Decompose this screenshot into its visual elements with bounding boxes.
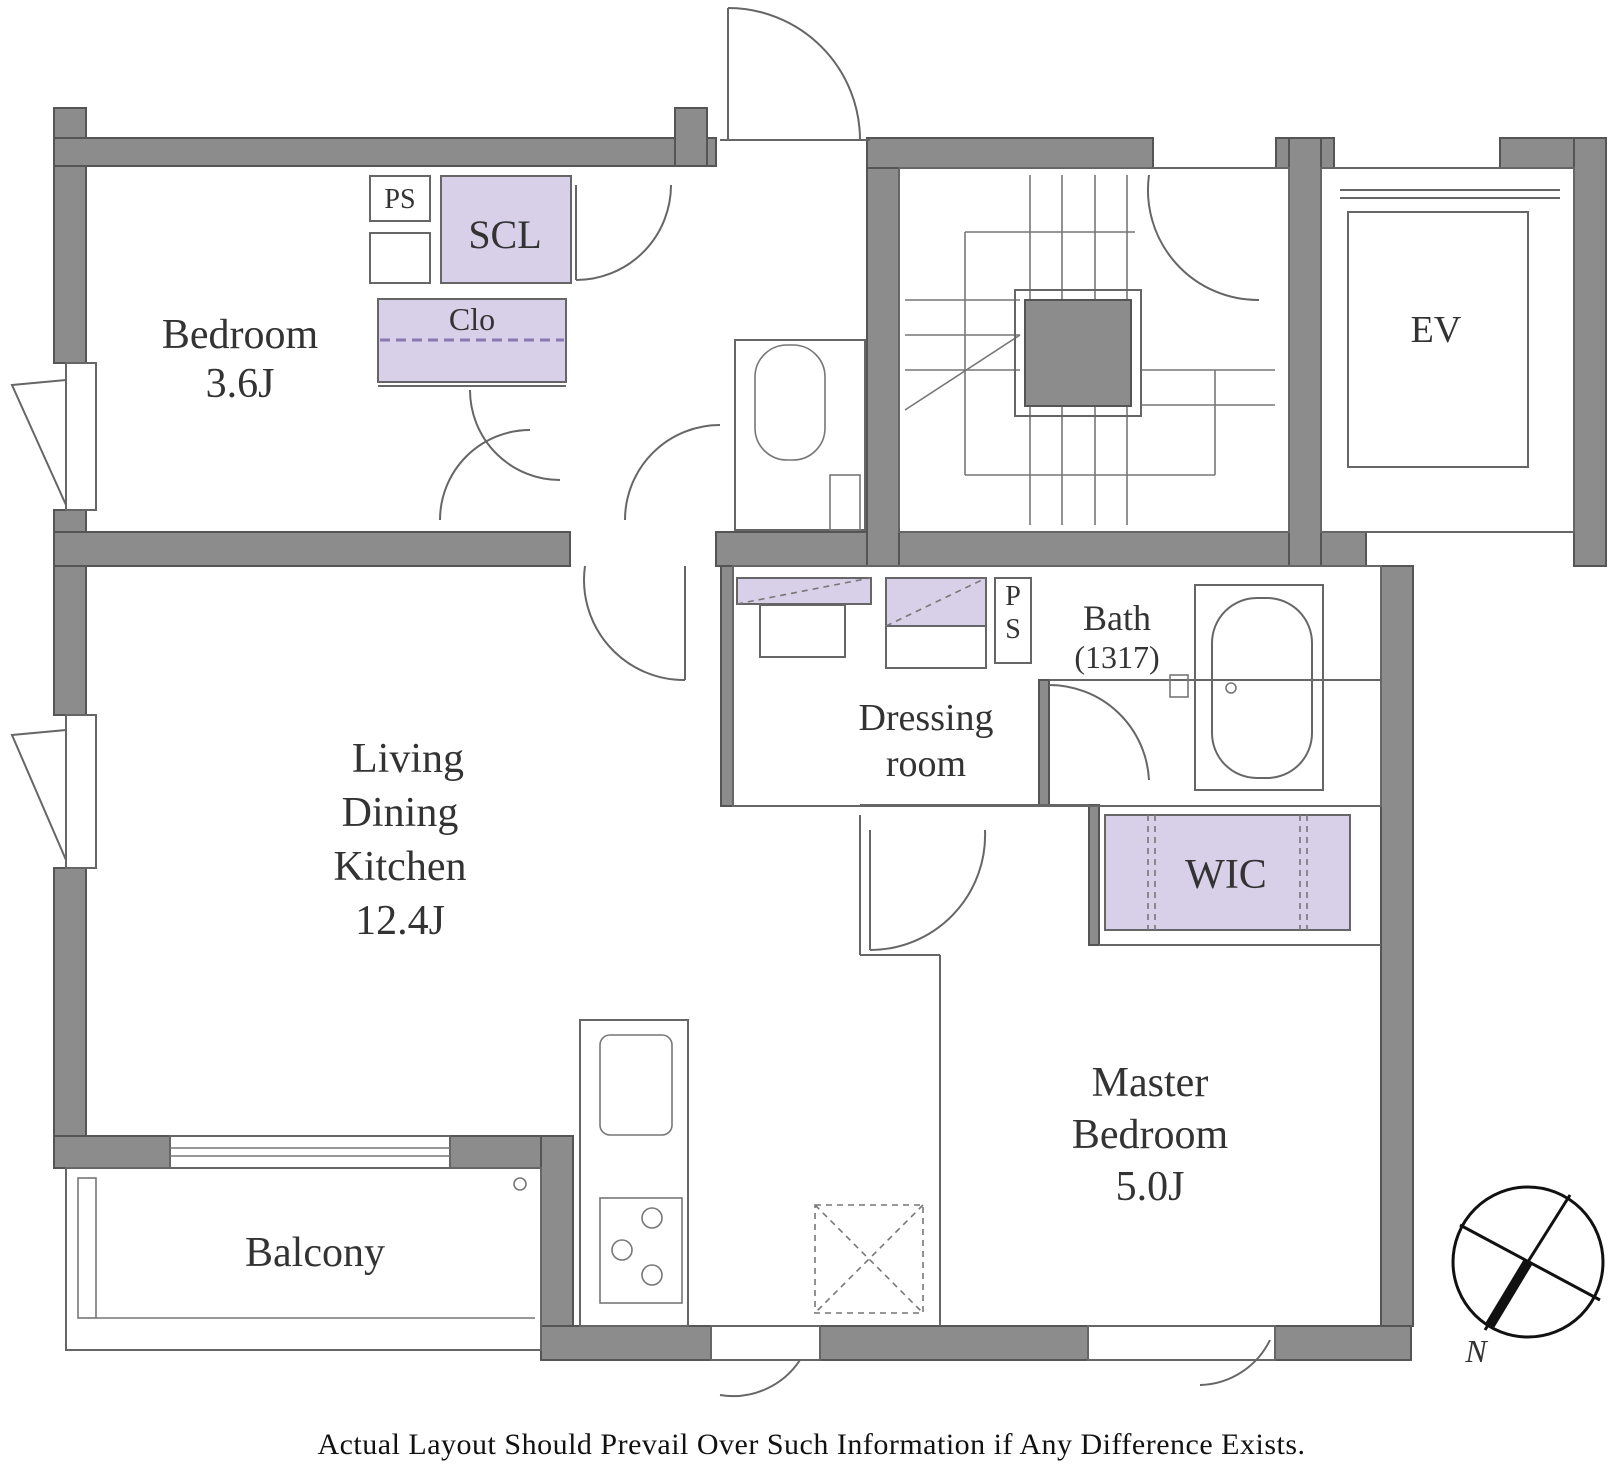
doors [439,7,1271,1398]
bedroom-storage [369,175,572,387]
ldk-line3: Kitchen [334,844,467,890]
dressing-bath [732,565,1382,807]
windows [10,362,1276,1361]
wic-label: WIC [1185,852,1267,898]
disclaimer-text: Actual Layout Should Prevail Over Such I… [317,1428,1306,1461]
ldk-size: 12.4J [355,898,445,944]
scl-label: SCL [468,212,541,257]
balcony-label: Balcony [245,1230,385,1276]
bedroom-small-size: 3.6J [206,361,275,407]
balcony-area [65,1167,542,1351]
compass-n-label: N [1464,1333,1488,1369]
ps-top-label: PS [384,184,415,215]
room-labels: Bedroom 3.6J PS SCL Clo EV P S Bath (131… [162,184,1488,1369]
kitchen-counter [579,1019,689,1327]
bath-size: (1317) [1074,639,1159,675]
north-arrow-icon [1451,1185,1605,1339]
clo-closet [377,298,567,383]
clo-label: Clo [449,301,495,337]
wic-closet [1099,814,1381,946]
master-size: 5.0J [1116,1164,1185,1210]
bath-name: Bath [1083,598,1151,638]
ldk-line1: Living [352,736,464,782]
stairwell [898,167,1290,533]
master-partitions [814,804,1090,1326]
dressing-line1: Dressing [858,697,993,739]
dressing-line2: room [886,743,966,785]
ldk-line2: Dining [342,790,459,836]
master-line2: Bedroom [1072,1112,1229,1158]
ps-mid-label-1: P [1005,581,1021,612]
ps-mid-label-2: S [1005,614,1021,645]
scl-closet [440,175,572,284]
ev-label: EV [1411,309,1462,351]
toilet [734,339,866,531]
master-line1: Master [1092,1060,1209,1106]
walls [53,107,1607,1361]
bedroom-small-name: Bedroom [162,312,319,358]
elevator [1320,167,1575,533]
